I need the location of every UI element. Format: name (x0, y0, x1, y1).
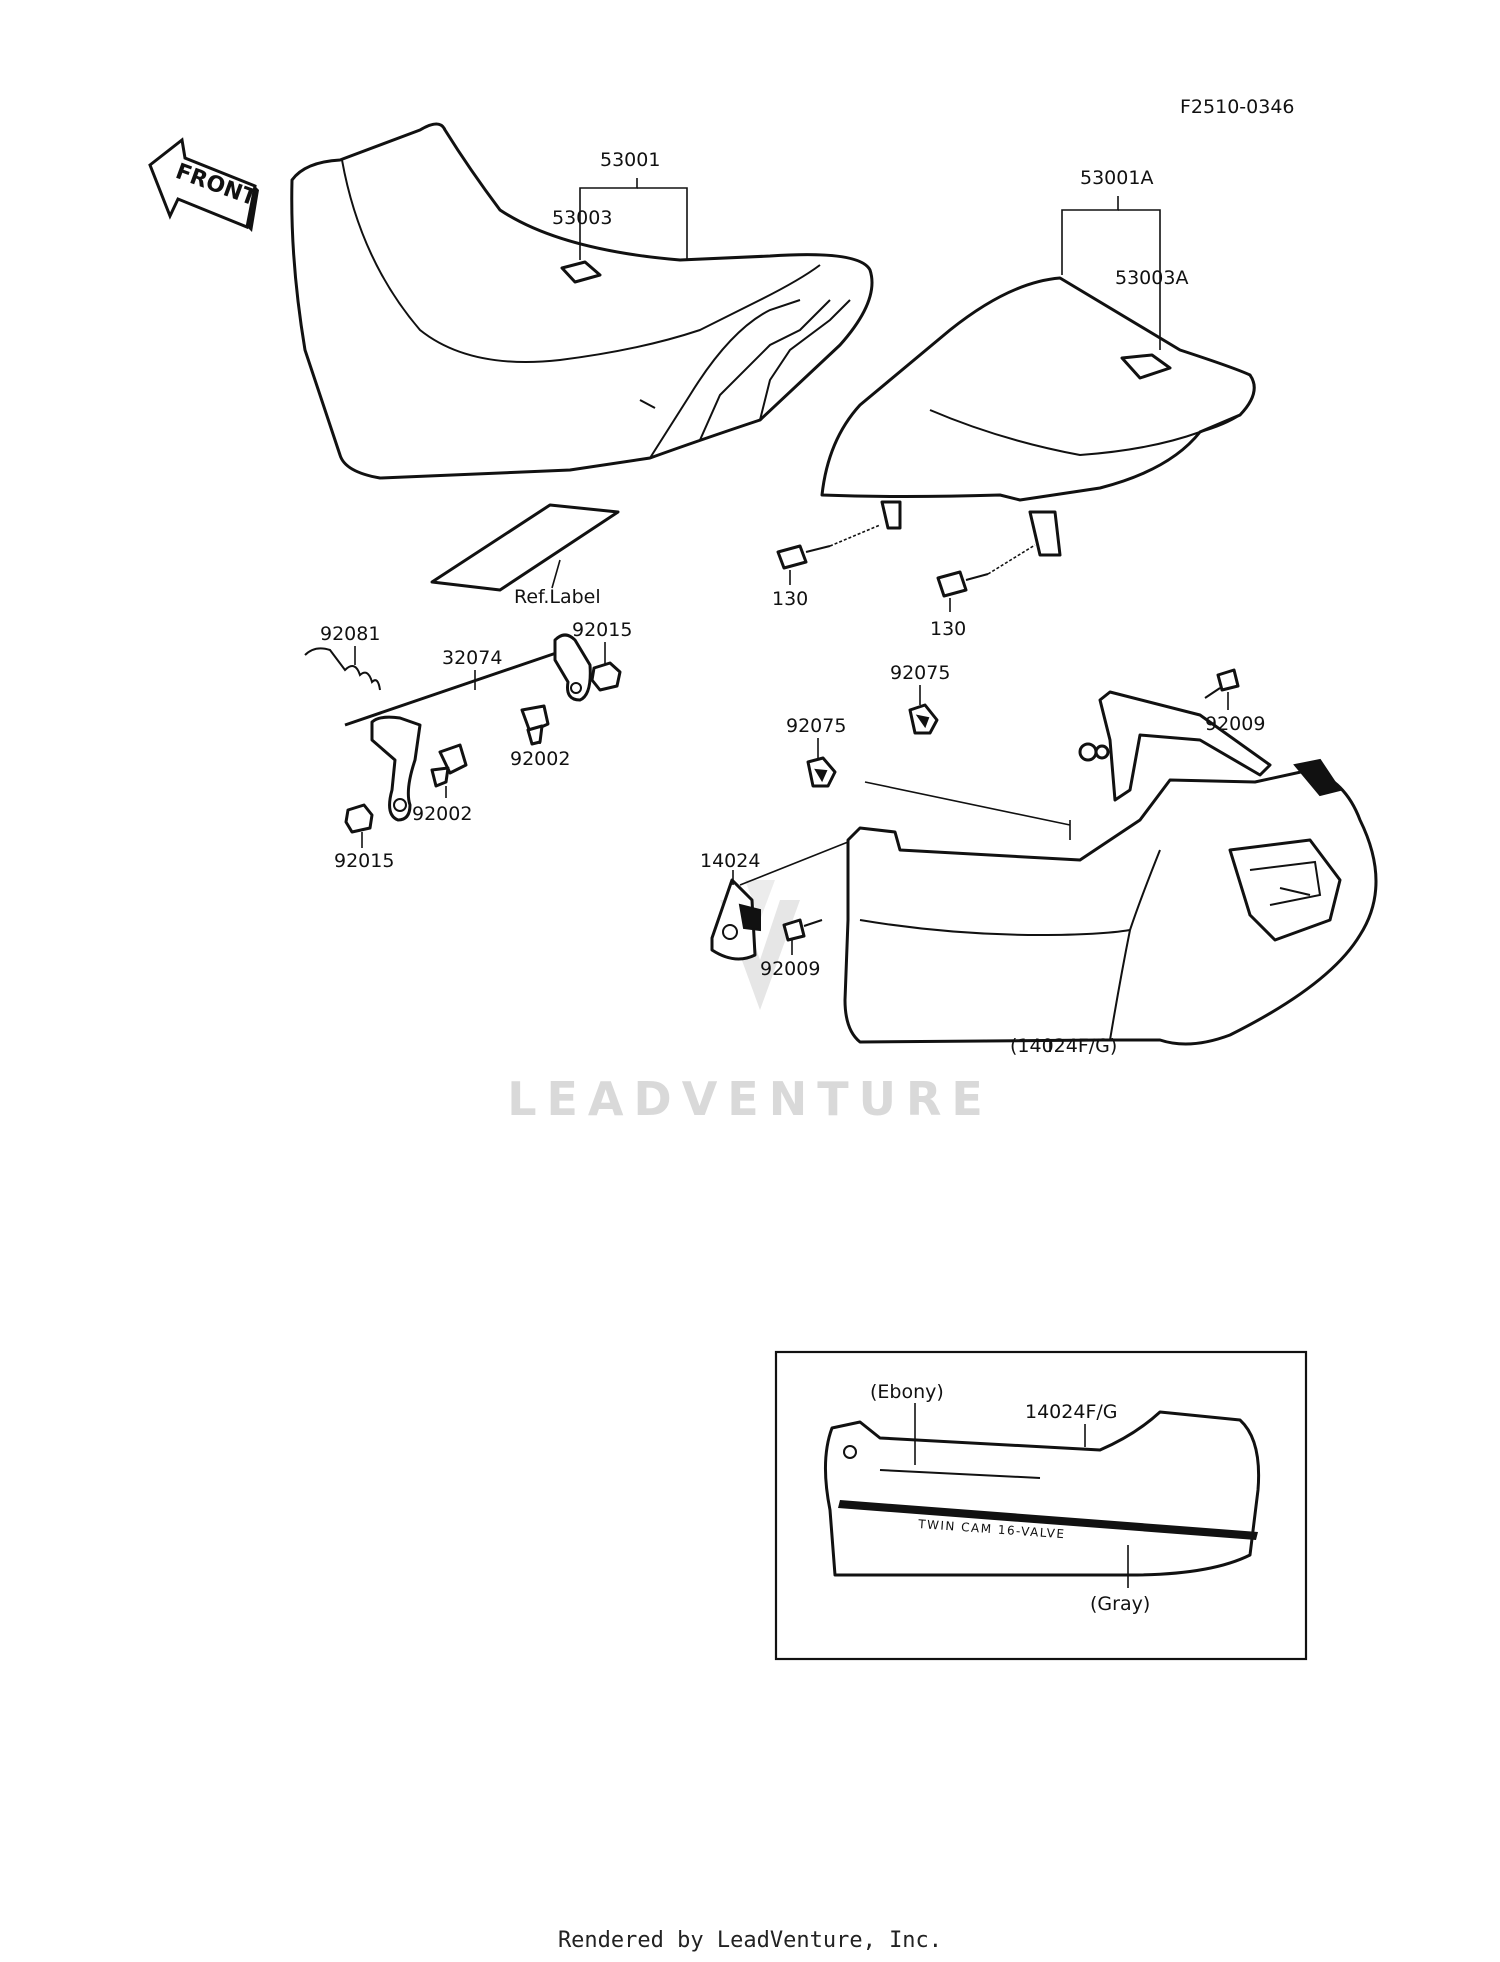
color-inset: TWIN CAM 16-VALVE (774, 1350, 1308, 1661)
callout-92009-low: 92009 (760, 958, 820, 980)
bolt-92009-low (782, 918, 823, 942)
callout-130-right: 130 (930, 618, 966, 640)
front-arrow-icon: FRONT (148, 137, 260, 232)
clip-92075-left (806, 756, 837, 788)
diagram-code: F2510-0346 (1180, 96, 1295, 118)
callout-53003: 53003 (552, 207, 612, 229)
bolt-92009-top (1204, 668, 1240, 699)
callout-92015-bottom: 92015 (334, 850, 394, 872)
bolt-130-right (936, 570, 989, 598)
footer-credit: Rendered by LeadVenture, Inc. (557, 1928, 943, 1953)
callout-92002-left: 92002 (412, 803, 472, 825)
nut-92015-bottom (344, 803, 374, 834)
inset-ebony: (Ebony) (870, 1381, 944, 1403)
callout-53003a: 53003A (1115, 267, 1188, 289)
seat-alt (820, 276, 1256, 557)
callout-14024: 14024 (700, 850, 760, 872)
callout-92081: 92081 (320, 623, 380, 645)
seat (290, 122, 874, 480)
ref-label-sticker (430, 503, 620, 592)
watermark: LEADVENTURE (507, 880, 993, 1126)
callout-92002-right: 92002 (510, 748, 570, 770)
callout-92075-top: 92075 (890, 662, 950, 684)
callout-53001: 53001 (600, 149, 660, 171)
cap-14024 (710, 878, 761, 961)
callout-92075-left: 92075 (786, 715, 846, 737)
callout-ref-label: Ref.Label (514, 586, 601, 608)
inset-part-number: 14024F/G (1025, 1401, 1118, 1423)
bolt-130-left (776, 544, 831, 570)
damper-92002-left (430, 743, 468, 788)
clip-92075-top (908, 703, 939, 735)
nut-92015-top (590, 661, 622, 692)
callout-53001a: 53001A (1080, 167, 1153, 189)
inset-stripe (838, 1500, 1258, 1540)
callout-32074: 32074 (442, 647, 502, 669)
callout-92009-top: 92009 (1205, 713, 1265, 735)
rear-cover (843, 690, 1378, 1046)
seat-lock-assembly (304, 633, 592, 822)
damper-92002-right (520, 704, 550, 746)
watermark-text: LEADVENTURE (507, 1072, 993, 1126)
inset-gray: (Gray) (1090, 1593, 1150, 1615)
callout-14024fg: (14024F/G) (1010, 1035, 1117, 1057)
callout-92015-top: 92015 (572, 619, 632, 641)
callout-130-left: 130 (772, 588, 808, 610)
